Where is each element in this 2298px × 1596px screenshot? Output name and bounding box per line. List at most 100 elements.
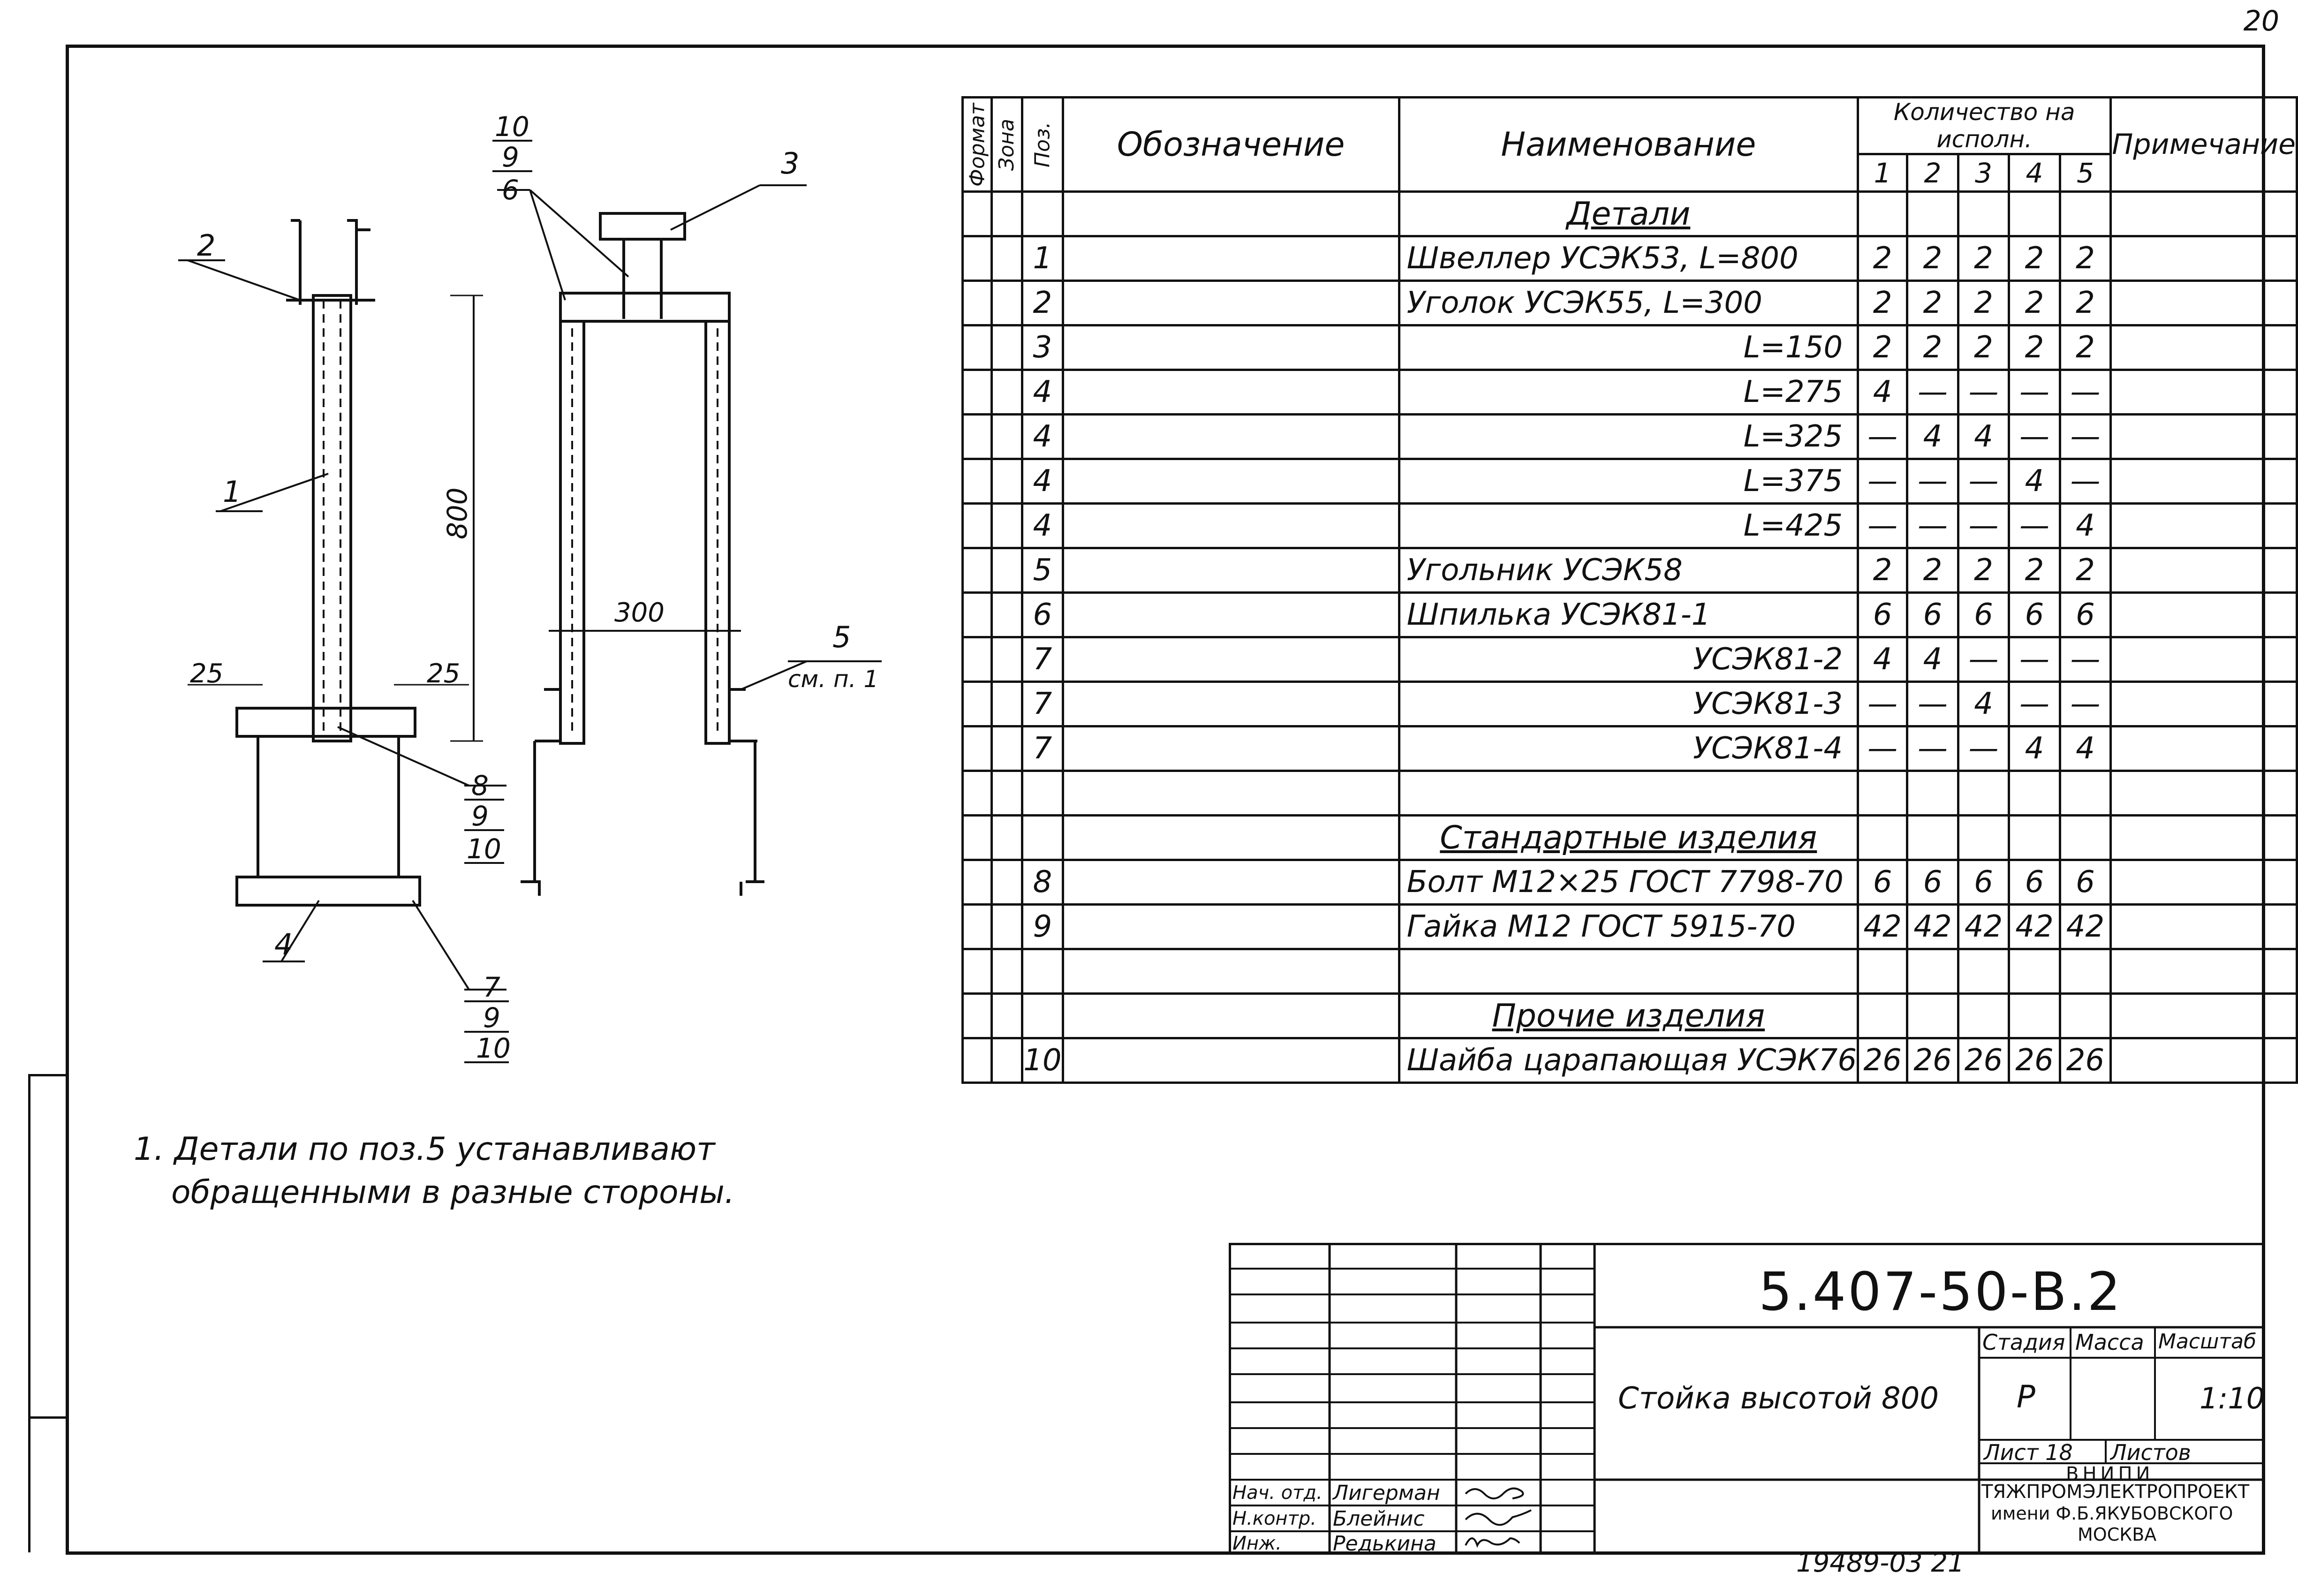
- person-3: Редькина: [1333, 1532, 1436, 1556]
- cell-qty: 2: [1857, 280, 1909, 326]
- cell-pos: 7: [1021, 681, 1064, 727]
- callout-4: 4: [274, 927, 293, 961]
- scale-value: 1:10: [2200, 1381, 2265, 1415]
- cell-designation: [1061, 903, 1400, 950]
- header-format: Формат: [962, 97, 992, 192]
- cell-pos: 9: [1021, 903, 1064, 950]
- cell-qty: [2058, 948, 2112, 995]
- cell-qty: 6: [1857, 591, 1909, 638]
- cell-qty: 6: [1957, 591, 2011, 638]
- org-line-3: имени Ф.Б.ЯКУБОВСКОГО: [1991, 1503, 2233, 1524]
- cell-qty: 2: [1957, 324, 2011, 371]
- header-pos: Поз.: [1022, 97, 1063, 192]
- cell-qty: [1957, 190, 2011, 237]
- cell-pos: [1021, 948, 1064, 995]
- cell-format: [961, 992, 993, 1039]
- cell-name: L=375: [1398, 458, 1860, 505]
- cell-qty: 2: [1906, 324, 1959, 371]
- cell-zone: [990, 591, 1024, 638]
- cell-qty: [2008, 948, 2061, 995]
- cell-format: [961, 859, 993, 906]
- cell-note: [2109, 591, 2298, 638]
- cell-name: УСЭК81-2: [1398, 636, 1860, 683]
- cell-zone: [990, 725, 1024, 772]
- cell-note: [2109, 725, 2298, 772]
- cell-name: УСЭК81-3: [1398, 681, 1860, 727]
- cell-zone: [990, 859, 1024, 906]
- cell-name: [1398, 948, 1860, 995]
- stack-mid-3: 10: [467, 833, 501, 865]
- cell-qty: 4: [2008, 458, 2061, 505]
- stack-bottom-3: 10: [476, 1032, 511, 1064]
- cell-pos: 2: [1021, 280, 1064, 326]
- spec-row: Прочие изделия: [961, 992, 2298, 1039]
- cell-qty: [2008, 770, 2061, 817]
- cell-pos: [1021, 770, 1064, 817]
- cell-qty: —: [1857, 681, 1909, 727]
- cell-qty: [1906, 814, 1959, 861]
- header-qty-2: 2: [1906, 153, 1959, 193]
- header-qty-1: 1: [1857, 153, 1909, 193]
- cell-format: [961, 502, 993, 549]
- title-block-grid: [1229, 1243, 2265, 1555]
- cell-zone: [990, 458, 1024, 505]
- cell-pos: 4: [1021, 502, 1064, 549]
- cell-format: [961, 190, 993, 237]
- cell-qty: —: [1906, 725, 1959, 772]
- cell-qty: 2: [1906, 547, 1959, 594]
- cell-zone: [990, 413, 1024, 460]
- cell-name: Уголок УСЭК55, L=300: [1398, 280, 1860, 326]
- cell-pos: 4: [1021, 369, 1064, 416]
- cell-zone: [990, 190, 1024, 237]
- cell-qty: 2: [2008, 235, 2061, 282]
- dim-800-label: 800: [441, 487, 473, 539]
- header-name: Наименование: [1398, 96, 1860, 193]
- stage-value: Р: [2017, 1379, 2035, 1415]
- cell-format: [961, 814, 993, 861]
- callout-2: 2: [197, 228, 215, 263]
- cell-qty: 6: [2058, 859, 2112, 906]
- cell-format: [961, 636, 993, 683]
- cell-qty: [1857, 814, 1909, 861]
- title-block: 5.407-50-В.2 Стойка высотой 800 Стадия М…: [1229, 1243, 2265, 1556]
- cell-format: [961, 903, 993, 950]
- cell-zone: [990, 814, 1024, 861]
- cell-qty: —: [2008, 413, 2061, 460]
- cell-qty: 4: [2008, 725, 2061, 772]
- cell-name: L=275: [1398, 369, 1860, 416]
- cell-zone: [990, 681, 1024, 727]
- cell-zone: [990, 770, 1024, 817]
- cell-qty: [1906, 992, 1959, 1039]
- stack-top-2: 9: [502, 141, 519, 173]
- cell-qty: 4: [1906, 413, 1959, 460]
- cell-qty: 2: [2008, 324, 2061, 371]
- cell-designation: [1061, 814, 1400, 861]
- cell-qty: [2058, 992, 2112, 1039]
- cell-pos: 1: [1021, 235, 1064, 282]
- cell-zone: [990, 547, 1024, 594]
- callout-5-note: см. п. 1: [788, 666, 878, 693]
- role-3: Инж.: [1232, 1533, 1282, 1554]
- cell-qty: 2: [2008, 280, 2061, 326]
- cell-qty: 2: [1906, 235, 1959, 282]
- cell-qty: 4: [2058, 502, 2112, 549]
- cell-format: [961, 547, 993, 594]
- header-note: Примечание: [2109, 96, 2298, 193]
- cell-zone: [990, 502, 1024, 549]
- cell-qty: 6: [2008, 859, 2061, 906]
- cell-format: [961, 725, 993, 772]
- cell-pos: 5: [1021, 547, 1064, 594]
- cell-qty: [1857, 948, 1909, 995]
- cell-qty: 6: [1906, 591, 1959, 638]
- header-designation: Обозначение: [1061, 96, 1400, 193]
- cell-zone: [990, 636, 1024, 683]
- cell-qty: 4: [1957, 681, 2011, 727]
- callout-1: 1: [223, 475, 241, 509]
- cell-designation: [1061, 547, 1400, 594]
- cell-designation: [1061, 770, 1400, 817]
